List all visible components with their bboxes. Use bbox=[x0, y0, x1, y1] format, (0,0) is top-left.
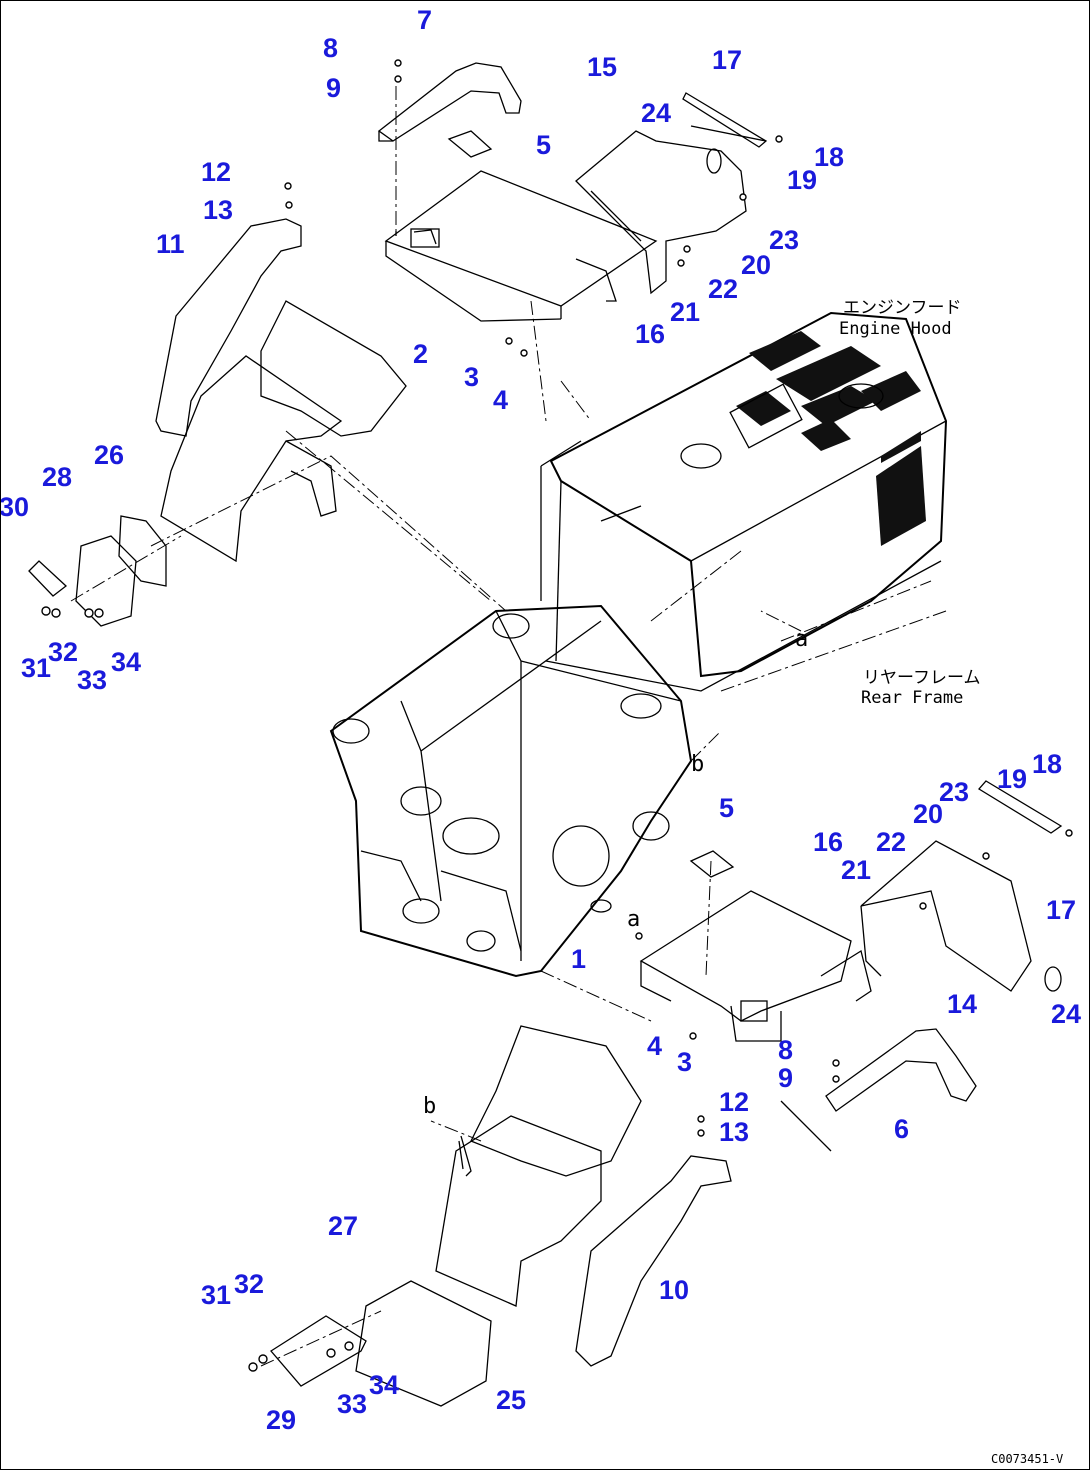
reference-a-upper: a bbox=[795, 627, 808, 652]
callout-33-lower: 33 bbox=[337, 1389, 367, 1419]
part-15-panel bbox=[575, 92, 768, 295]
callout-16: 16 bbox=[635, 319, 665, 349]
callout-32-lower: 32 bbox=[234, 1269, 264, 1299]
callout-11: 11 bbox=[156, 229, 185, 259]
engine-hood-label-en: Engine Hood bbox=[839, 319, 952, 339]
callout-5: 5 bbox=[536, 130, 551, 160]
left-small-plates bbox=[28, 515, 182, 627]
callout-26: 26 bbox=[94, 440, 124, 470]
callout-23-lower: 23 bbox=[939, 777, 969, 807]
drawing-code: C0073451-V bbox=[991, 1452, 1063, 1466]
engine-hood bbox=[540, 311, 948, 692]
callout-20-lower: 20 bbox=[913, 799, 943, 829]
reference-b-lower: b bbox=[423, 1094, 436, 1119]
callout-29: 29 bbox=[266, 1405, 296, 1435]
callout-13: 13 bbox=[203, 195, 233, 225]
callout-34-lower: 34 bbox=[369, 1370, 399, 1400]
callout-33: 33 bbox=[77, 665, 107, 695]
callout-6: 6 bbox=[894, 1114, 909, 1144]
part-6-bracket bbox=[780, 1028, 977, 1152]
callout-8-lower: 8 bbox=[778, 1035, 793, 1065]
callout-9-lower: 9 bbox=[778, 1063, 793, 1093]
rear-frame bbox=[329, 604, 693, 978]
callout-numbers: 7 8 9 5 12 13 11 2 3 4 15 17 24 18 19 23… bbox=[1, 5, 1081, 1435]
part-7-bracket bbox=[377, 62, 522, 142]
callout-27: 27 bbox=[328, 1211, 358, 1241]
callout-23: 23 bbox=[769, 225, 799, 255]
callout-12-lower: 12 bbox=[719, 1087, 749, 1117]
callout-3-lower: 3 bbox=[677, 1047, 692, 1077]
callout-8: 8 bbox=[323, 33, 338, 63]
part-5-plate-lower bbox=[689, 850, 735, 878]
callout-22: 22 bbox=[708, 274, 738, 304]
callout-19: 19 bbox=[787, 165, 817, 195]
callout-9: 9 bbox=[326, 73, 341, 103]
callout-22-lower: 22 bbox=[876, 827, 906, 857]
callout-17: 17 bbox=[712, 45, 742, 75]
callout-10: 10 bbox=[659, 1275, 689, 1305]
callout-24: 24 bbox=[641, 98, 671, 128]
callout-31: 31 bbox=[21, 653, 51, 683]
callout-4: 4 bbox=[493, 385, 508, 415]
callout-34: 34 bbox=[111, 647, 141, 677]
callout-5-lower: 5 bbox=[719, 793, 734, 823]
callout-17-lower: 17 bbox=[1046, 895, 1076, 925]
callout-4-lower: 4 bbox=[647, 1031, 662, 1061]
callout-21: 21 bbox=[670, 297, 700, 327]
callout-18: 18 bbox=[814, 142, 844, 172]
rear-frame-label-jp: リヤーフレーム bbox=[863, 668, 980, 688]
callout-12: 12 bbox=[201, 157, 231, 187]
rear-frame-label-en: Rear Frame bbox=[861, 688, 963, 708]
callout-7: 7 bbox=[417, 5, 432, 35]
part-1-cover bbox=[639, 890, 872, 1042]
callout-20: 20 bbox=[741, 250, 771, 280]
callout-18-lower: 18 bbox=[1032, 749, 1062, 779]
lower-small-plates bbox=[260, 1280, 492, 1407]
part-5-plate-upper bbox=[447, 130, 493, 158]
callout-31-lower: 31 bbox=[201, 1280, 231, 1310]
callout-32: 32 bbox=[48, 637, 78, 667]
hardware-bolts bbox=[41, 59, 1073, 1372]
line-art bbox=[28, 59, 1073, 1407]
callout-1: 1 bbox=[571, 944, 586, 974]
callout-28: 28 bbox=[42, 462, 72, 492]
callout-24-lower: 24 bbox=[1051, 999, 1081, 1029]
callout-16-lower: 16 bbox=[813, 827, 843, 857]
callout-15: 15 bbox=[587, 52, 617, 82]
callout-25: 25 bbox=[496, 1385, 526, 1415]
part-10-upright bbox=[575, 1155, 732, 1367]
callout-21-lower: 21 bbox=[841, 855, 871, 885]
callout-3: 3 bbox=[464, 362, 479, 392]
callout-30: 30 bbox=[1, 492, 29, 522]
part-2-cover bbox=[384, 170, 658, 322]
callout-13-lower: 13 bbox=[719, 1117, 749, 1147]
leader-lines bbox=[150, 86, 947, 1142]
upper-step-plate bbox=[160, 300, 407, 563]
callout-2: 2 bbox=[413, 339, 428, 369]
lower-step-plate bbox=[435, 1025, 642, 1307]
part-11-upright bbox=[155, 218, 302, 437]
part-14-panel bbox=[860, 780, 1063, 992]
reference-a-lower: a bbox=[627, 907, 640, 932]
component-labels: エンジンフード Engine Hood リヤーフレーム Rear Frame a… bbox=[423, 298, 1063, 1466]
callout-19-lower: 19 bbox=[997, 764, 1027, 794]
reference-b-upper: b bbox=[691, 752, 704, 777]
callout-14: 14 bbox=[947, 989, 977, 1019]
engine-hood-label-jp: エンジンフード bbox=[843, 298, 962, 318]
